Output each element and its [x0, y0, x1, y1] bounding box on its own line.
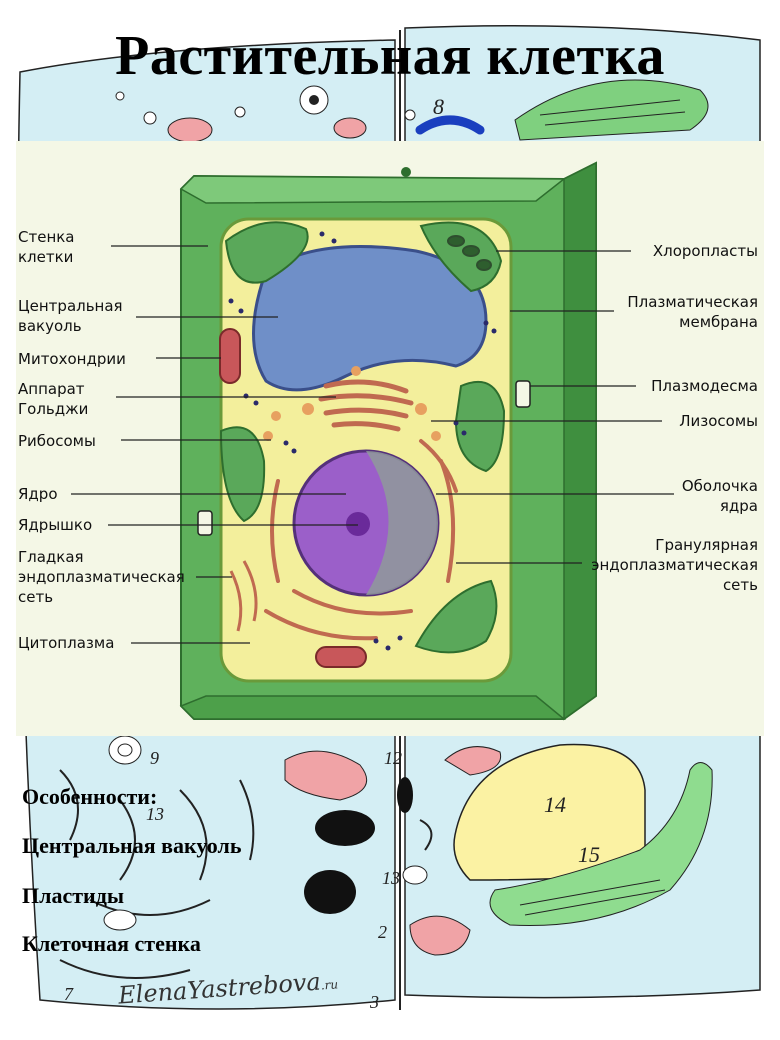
label-ribosomes: Рибосомы: [18, 432, 96, 450]
label-nucleolus: Ядрышко: [18, 516, 93, 534]
mitochondrion: [219, 328, 241, 384]
bg-number: 7: [64, 984, 74, 1004]
chloroplast: [419, 221, 503, 293]
feature-item: Пластиды: [22, 883, 125, 908]
label-smooth-er: Гладкая эндоплазматическая сеть: [18, 548, 185, 606]
nucleolus: [346, 512, 370, 536]
label-central-vacuole: Центральная вакуоль: [18, 297, 123, 335]
chloroplast: [454, 381, 506, 473]
label-plasmodesma: Плазмодесма: [651, 377, 758, 395]
label-nucleus: Ядро: [18, 485, 58, 503]
feature-item: Центральная вакуоль: [22, 833, 242, 858]
label-mitochondria: Митохондрии: [18, 350, 126, 368]
golgi-apparatus: [318, 379, 414, 432]
label-plasma-membrane: Плазматическая мембрана: [627, 293, 758, 331]
page-title: Растительная клетка: [115, 25, 665, 87]
mitochondrion: [315, 646, 367, 668]
chloroplast: [224, 221, 309, 284]
signature-domain: .ru: [320, 977, 339, 993]
label-golgi: Аппарат Гольджи: [18, 380, 89, 418]
bg-number: 8: [433, 94, 444, 119]
features-heading: Особенности:: [22, 784, 158, 809]
label-cell-wall: Стенка клетки: [18, 228, 75, 266]
chloroplast: [219, 426, 266, 523]
label-chloroplasts: Хлоропласты: [652, 242, 758, 260]
bg-number: 9: [150, 748, 159, 768]
bg-number: 3: [369, 992, 379, 1012]
label-rough-er: Гранулярная эндоплазматическая сеть: [591, 536, 758, 594]
label-lysosomes: Лизосомы: [679, 412, 758, 430]
bg-number: 12: [384, 748, 402, 768]
bg-number: 2: [378, 922, 387, 942]
chloroplast: [414, 579, 498, 654]
central-vacuole: [252, 245, 488, 392]
label-leader-lines: [71, 245, 674, 644]
bg-number: 13: [382, 868, 400, 888]
label-nuclear-envelope: Оболочка ядра: [681, 477, 758, 515]
bg-number: 15: [578, 842, 600, 867]
bg-number: 14: [544, 792, 566, 817]
feature-item: Клеточная стенка: [22, 931, 201, 956]
plasmodesma: [515, 380, 531, 408]
bg-number: 13: [146, 804, 164, 824]
rough-er: [264, 439, 458, 641]
label-cytoplasm: Цитоплазма: [18, 634, 115, 652]
plant-cell-diagram: [16, 141, 764, 736]
plasmodesma: [197, 510, 213, 536]
